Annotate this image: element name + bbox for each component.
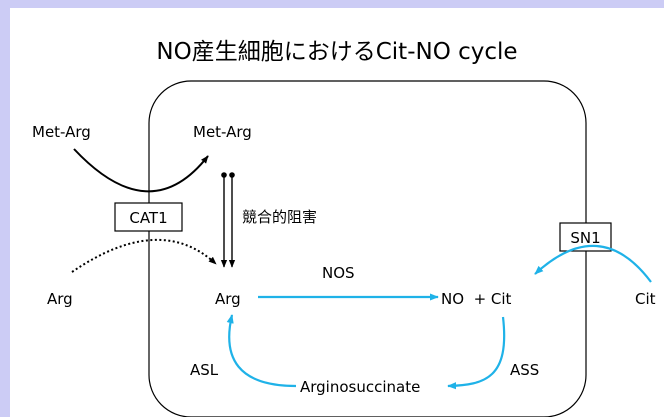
met-arg-transport-arrow [73,148,209,193]
cat1-label: CAT1 [129,209,167,227]
arg-outside-label: Arg [47,290,73,308]
arg-inside-label: Arg [215,290,241,308]
argininosuccinate-label: Arginosuccinate [300,378,420,396]
cit-outside-label: Cit [635,290,656,308]
no-cit-label: NO + Cit [441,290,512,308]
ass-reaction-arrow [447,316,506,390]
cycle-diagram: CAT1 SN1 Met-Arg Met-Arg 競合的阻害 Arg Arg N… [32,80,656,417]
cit-transport-arrow [534,244,652,283]
arg-transport-arrow [71,239,217,273]
met-arg-inside-label: Met-Arg [193,123,252,141]
sn1-label: SN1 [570,229,600,247]
ass-label: ASS [510,361,539,379]
competitive-inhibition-label: 競合的阻害 [242,208,317,226]
diagram-title: NO産生細胞におけるCit-NO cycle [156,39,518,65]
asl-reaction-arrow [226,314,297,388]
asl-label: ASL [190,361,219,379]
cat1-box [114,202,183,232]
nos-label: NOS [322,264,355,282]
slide: NO産生細胞におけるCit-NO cycle CAT1 SN1 [10,8,664,417]
met-arg-outside-label: Met-Arg [32,123,91,141]
